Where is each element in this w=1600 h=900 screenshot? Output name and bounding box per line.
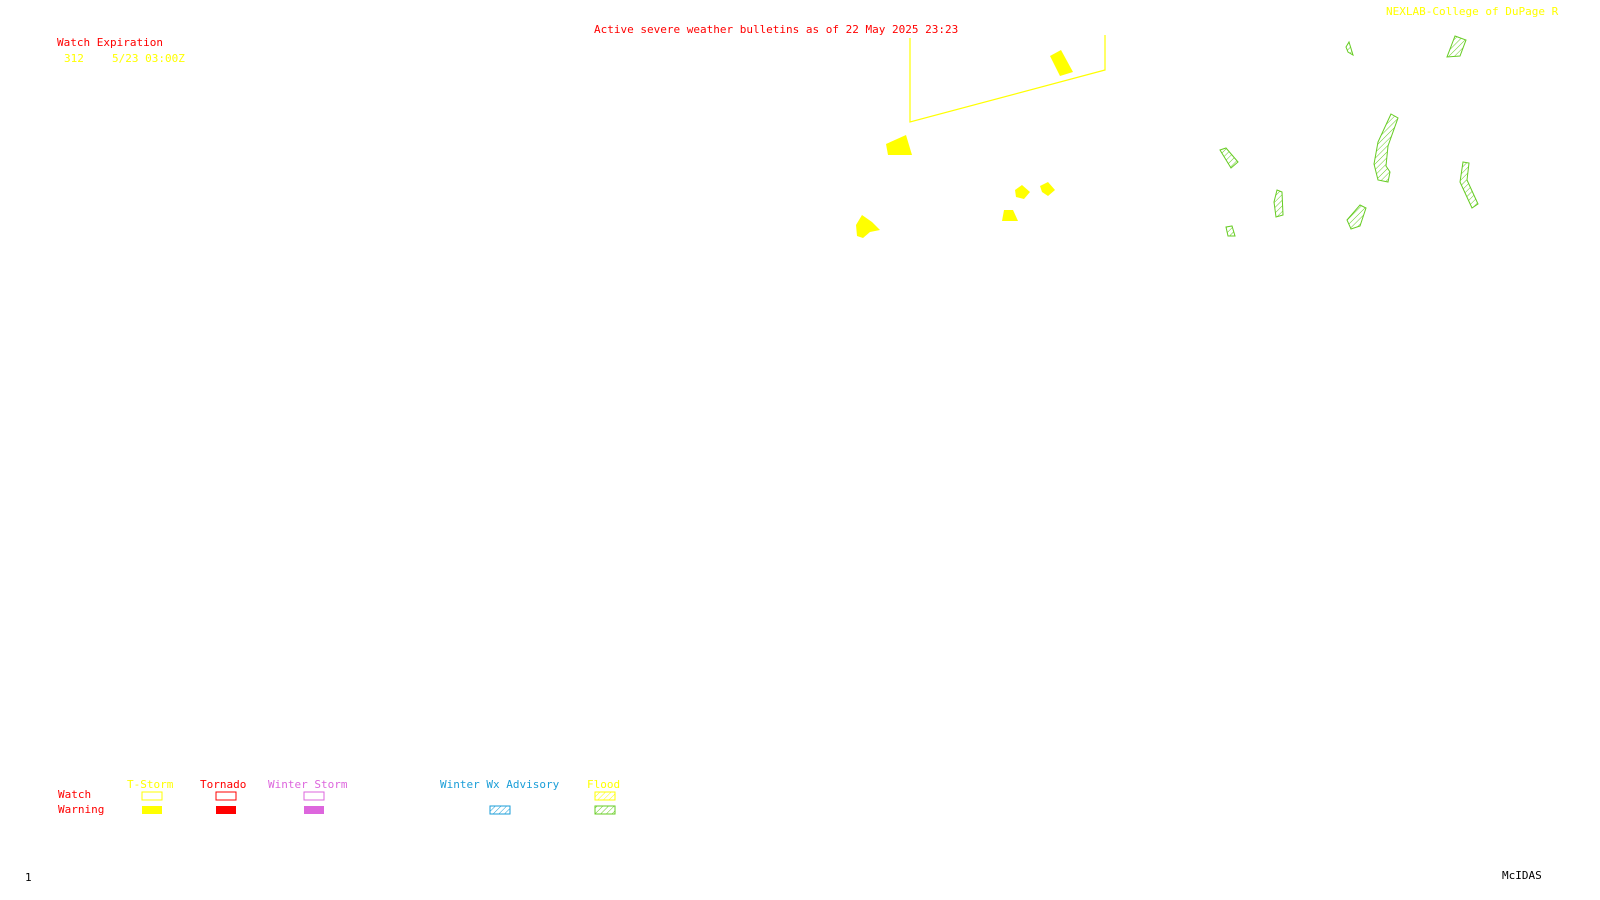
legend-winter-storm-warning-box bbox=[304, 806, 324, 814]
flood-warning-area bbox=[1373, 113, 1399, 183]
tstorm-warning-area bbox=[856, 215, 880, 238]
legend-tornado-watch-box bbox=[215, 791, 237, 801]
flood-warning-area bbox=[1225, 225, 1236, 237]
legend-warning-row-label: Warning bbox=[58, 803, 105, 816]
credit-label: NEXLAB-College of DuPage R bbox=[1386, 5, 1559, 18]
legend-winter-advisory-label: Winter Wx Advisory bbox=[440, 778, 560, 791]
tstorm-warning-area bbox=[1002, 210, 1018, 221]
legend-tornado-warning-box bbox=[216, 806, 236, 814]
flood-warning-area bbox=[1346, 204, 1367, 230]
flood-warning-area bbox=[1446, 35, 1467, 58]
tstorm-warning-area bbox=[1040, 182, 1055, 196]
flood-warning-area bbox=[1273, 189, 1284, 218]
legend-flood-watch-box bbox=[594, 791, 616, 801]
legend-winter-advisory-box bbox=[489, 805, 511, 815]
watch-number: 312 bbox=[64, 52, 84, 65]
legend-tornado-label: Tornado bbox=[200, 778, 247, 791]
watch-expiration-heading: Watch Expiration bbox=[57, 36, 163, 49]
bulletin-title: Active severe weather bulletins as of 22… bbox=[594, 23, 959, 36]
legend-watch-row-label: Watch bbox=[58, 788, 92, 801]
flood-warning-area bbox=[1345, 40, 1354, 57]
flood-warning-area bbox=[1459, 161, 1479, 209]
legend-winter-storm-label: Winter Storm bbox=[268, 778, 348, 791]
frame-number: 1 bbox=[25, 871, 32, 884]
legend-flood-label: Flood bbox=[587, 778, 621, 791]
software-label: McIDAS bbox=[1502, 869, 1542, 882]
legend-flood-warning-box bbox=[594, 805, 616, 815]
tstorm-watch-outline bbox=[909, 35, 1106, 123]
legend-tstorm-watch-box bbox=[141, 791, 163, 801]
watch-expiry-time: 5/23 03:00Z bbox=[112, 52, 185, 65]
flood-warning-area bbox=[1219, 147, 1239, 169]
legend-tstorm-label: T-Storm bbox=[127, 778, 174, 791]
legend-tstorm-warning-box bbox=[142, 806, 162, 814]
tstorm-warning-area bbox=[886, 135, 912, 155]
legend-winter-storm-watch-box bbox=[303, 791, 325, 801]
tstorm-warning-area bbox=[1015, 185, 1030, 199]
tstorm-warning-area bbox=[1050, 50, 1073, 76]
